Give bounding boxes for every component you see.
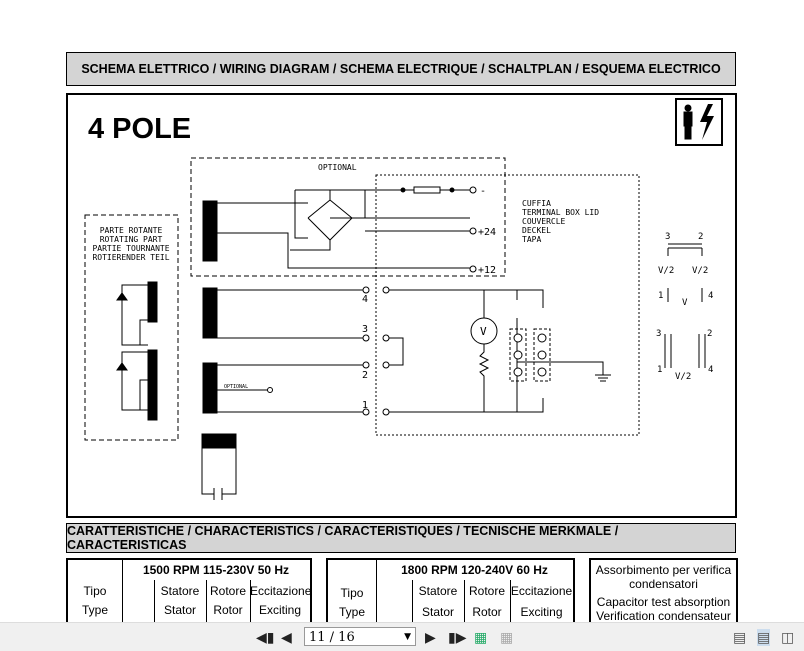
rotating-part-label: ROTATING PART	[100, 235, 163, 244]
conn-b-label: 1	[657, 365, 662, 375]
col-header: Rotor	[213, 603, 243, 617]
optional-label: OPTIONAL	[318, 163, 357, 172]
terminal-box-label: TAPA	[522, 235, 541, 244]
pole-title: 4 POLE	[88, 113, 191, 145]
go-back-view-icon[interactable]: ▦	[474, 629, 488, 645]
type-label: Type	[338, 605, 365, 619]
col-header: Exciting	[520, 605, 563, 619]
rotating-part-label: ROTIERENDER TEIL	[92, 253, 169, 262]
go-forward-view-icon[interactable]: ▦	[500, 629, 514, 645]
capacitor-text: Verification condensateur	[596, 609, 731, 623]
col-header: Stator	[421, 605, 454, 619]
terminal-number: 1	[362, 400, 368, 411]
characteristics-title: CARATTERISTICHE / CHARACTERISTICS / CARA…	[66, 523, 736, 553]
continuous-page-icon[interactable]: ▤	[757, 629, 771, 646]
two-page-icon[interactable]: ◫	[781, 629, 795, 645]
conn-b-label: 2	[707, 329, 712, 339]
conn-b-label: V/2	[675, 372, 691, 382]
conn-a-label: V	[682, 298, 688, 308]
single-page-icon[interactable]: ▤	[733, 629, 747, 645]
dc-terminal-label: +12	[478, 265, 496, 276]
terminal-number: 4	[362, 294, 368, 305]
terminal-number: 3	[362, 324, 368, 335]
last-page-icon[interactable]: ▮▶	[448, 629, 467, 645]
terminal-box-label: CUFFIA	[522, 199, 551, 208]
terminal-number: 2	[362, 370, 368, 381]
conn-a-label: 1	[658, 291, 663, 301]
table-heading: 1500 RPM 115-230V 50 Hz	[142, 563, 290, 577]
conn-a-label: 4	[708, 291, 713, 301]
tipo-label: Tipo	[340, 586, 364, 600]
conn-b-label: 3	[656, 329, 661, 339]
conn-b-label: 4	[708, 365, 713, 375]
first-page-icon[interactable]: ◀▮	[256, 629, 275, 645]
page-value: 11 / 16	[309, 630, 355, 645]
document-page: SCHEMA ELETTRICO / WIRING DIAGRAM / SCHE…	[66, 52, 738, 630]
capacitor-text: Assorbimento per verifica	[595, 563, 732, 577]
page-select[interactable]: 11 / 16 ▼	[304, 627, 416, 646]
rotating-part-label: PARTIE TOURNANTE	[92, 244, 169, 253]
col-header: Eccitazione	[510, 584, 573, 598]
col-header: Statore	[160, 584, 200, 598]
capacitor-text: condensatori	[629, 577, 698, 591]
conn-a-label: V/2	[692, 266, 708, 276]
chevron-down-icon: ▼	[404, 632, 411, 642]
capacitor-table: Assorbimento per verifica condensatori C…	[589, 558, 738, 630]
table-heading: 1800 RPM 120-240V 60 Hz	[401, 563, 548, 577]
conn-a-label: 2	[698, 232, 703, 242]
col-header: Stator	[163, 603, 196, 617]
conn-a-label: V/2	[658, 266, 674, 276]
tipo-label: Tipo	[83, 584, 107, 598]
col-header: Eccitazione	[250, 584, 312, 598]
col-header: Exciting	[258, 603, 302, 617]
diagram-frame	[66, 93, 737, 518]
col-header: Statore	[418, 584, 458, 598]
terminal-box-label: TERMINAL BOX LID	[522, 208, 599, 217]
dc-terminal-label: +24	[478, 227, 496, 238]
col-header: Rotore	[468, 584, 506, 598]
col-header: Rotore	[209, 584, 247, 598]
previous-page-icon[interactable]: ◀	[281, 629, 292, 645]
optional-small-label: OPTIONAL	[224, 384, 248, 390]
voltmeter-label: V	[480, 325, 487, 338]
pdf-toolbar: ◀▮ ◀ 11 / 16 ▼ ▶ ▮▶ ▦ ▦ ▤ ▤ ◫	[0, 622, 804, 651]
col-header: Rotor	[472, 605, 502, 619]
capacitor-text: Capacitor test absorption	[596, 595, 731, 609]
terminal-box-label: DECKEL	[522, 226, 551, 235]
table-60hz: 1800 RPM 120-240V 60 Hz Tipo Type Stator…	[326, 558, 575, 630]
dc-terminal-label: -	[480, 186, 486, 197]
electrical-hazard-icon	[675, 98, 723, 146]
wiring-diagram-title: SCHEMA ELETTRICO / WIRING DIAGRAM / SCHE…	[66, 52, 736, 86]
rotating-part-label: PARTE ROTANTE	[100, 226, 163, 235]
conn-a-label: 3	[665, 232, 670, 242]
table-50hz: 1500 RPM 115-230V 50 Hz Tipo Type Stator…	[66, 558, 312, 630]
wiring-diagram: 4 POLE OPTIONAL CUFFIA TERMINAL BOX LID …	[84, 98, 723, 500]
terminal-box-label: COUVERCLE	[522, 217, 566, 226]
type-label: Type	[81, 603, 108, 617]
next-page-icon[interactable]: ▶	[425, 629, 436, 645]
